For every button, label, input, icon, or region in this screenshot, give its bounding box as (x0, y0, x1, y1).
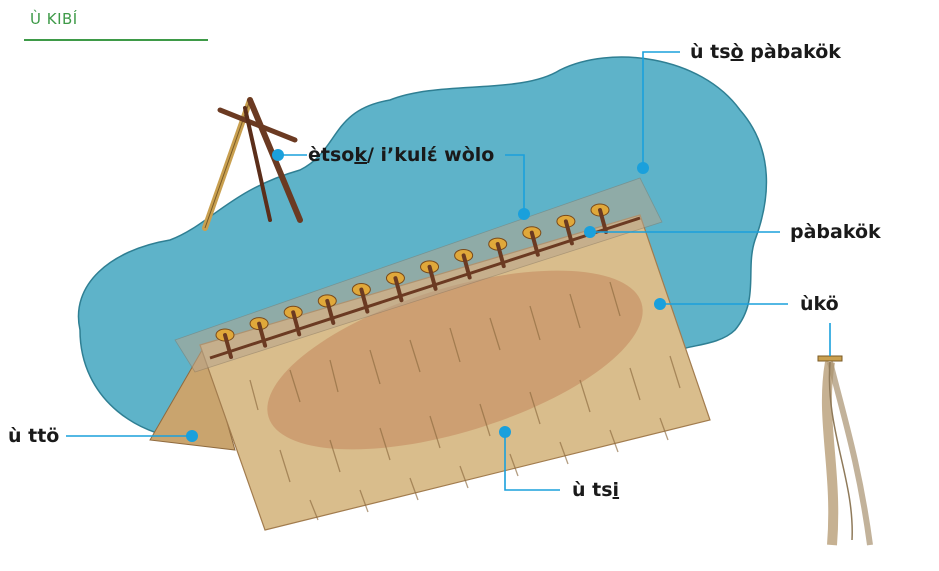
callout-dot-utsi (499, 426, 511, 438)
label-utsi: ù tsi (572, 481, 619, 500)
callout-line-etsok (505, 154, 525, 214)
thatch-texture (249, 281, 681, 521)
label-pabakok: pàbakök (790, 221, 881, 243)
ridge-tie (291, 310, 302, 337)
label-tso-pabakok-underlined: ò (730, 41, 744, 63)
section-title-underline (24, 39, 208, 41)
ridge-tie (223, 333, 233, 359)
label-tso-pabakok-part2: pàbakök (743, 41, 841, 63)
callout-lines (66, 51, 831, 491)
callout-dot-etsok (518, 208, 530, 220)
callout-line-tso-pabakok (642, 51, 680, 168)
ridge-tie (495, 242, 506, 269)
ridge-tie (427, 264, 438, 291)
ridge-knots (215, 203, 610, 359)
ridge-tie (461, 253, 472, 280)
label-utto: ù ttö (8, 425, 60, 447)
label-tso-pabakok: ù tsò pàbakök (690, 43, 841, 62)
label-tso-pabakok-part1: ù ts (690, 41, 731, 63)
ridge-tie (598, 208, 608, 234)
thatch-core-oval (267, 270, 643, 450)
callout-dot-uko (654, 298, 666, 310)
ridge-tie (563, 219, 574, 246)
label-uko: ùkö (800, 293, 839, 315)
ridge-tie (325, 298, 336, 325)
label-utsi-underlined: i (612, 479, 620, 501)
callout-dot-tso-pabakok (637, 162, 649, 174)
callout-dots (186, 149, 666, 442)
ridge-tie (529, 230, 540, 257)
callout-dot-utto (186, 430, 198, 442)
label-etsok-part2: / i’kulɛ́ wòlo (366, 144, 495, 166)
ridge-tie (393, 276, 404, 303)
label-etsok-part1: ètso (308, 144, 355, 166)
callout-line-utsi (504, 432, 560, 491)
callout-dot-pabakok (584, 226, 596, 238)
callout-dot-etsok-left (272, 149, 284, 161)
ridge-tie (359, 287, 370, 314)
label-etsok-underlined: k (354, 144, 367, 166)
fiber-strand (817, 355, 873, 546)
label-utsi-part1: ù ts (572, 479, 613, 501)
ridge-pole (209, 216, 641, 360)
section-title: Ù KIBÍ (30, 10, 78, 28)
label-etsok: ètsok/ i’kulɛ́ wòlo (308, 146, 494, 165)
ridge-tie (257, 321, 268, 348)
